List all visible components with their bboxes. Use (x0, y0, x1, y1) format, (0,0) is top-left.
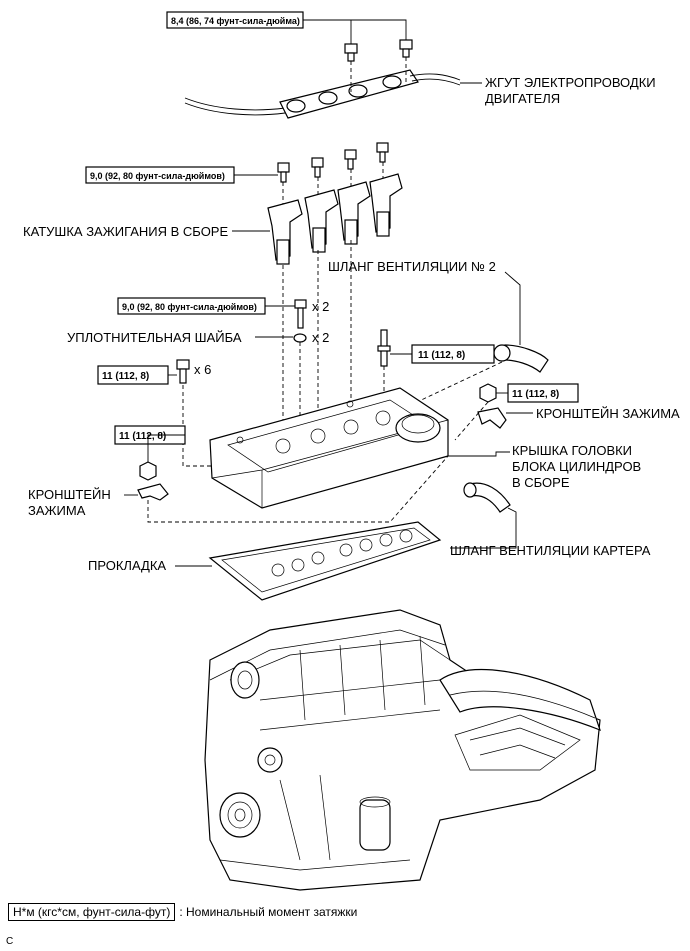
wire-harness (184, 69, 461, 119)
clamp-bracket-right (477, 407, 507, 429)
label-wire-harness-2: ДВИГАТЕЛЯ (485, 91, 560, 106)
torque-stud: 11 (112, 8) (418, 350, 465, 361)
label-wire-harness-1: ЖГУТ ЭЛЕКТРОПРОВОДКИ (485, 75, 656, 90)
label-gasket: ПРОКЛАДКА (88, 558, 166, 573)
torque-nut-left: 11 (112, 8) (119, 431, 166, 442)
engine-block (204, 609, 601, 891)
ignition-coil-2 (304, 189, 339, 253)
corner-code: C (6, 936, 14, 947)
ignition-coil-4 (369, 173, 403, 237)
label-clamp-bracket-left-2: ЗАЖИМА (28, 503, 86, 518)
clamp-bracket-left (137, 483, 169, 501)
harness-bolt-right (399, 39, 413, 58)
label-seal-washer: УПЛОТНИТЕЛЬНАЯ ШАЙБА (67, 330, 242, 345)
label-cover-2: БЛОКА ЦИЛИНДРОВ (512, 459, 641, 474)
torque-bolts-x6: 11 (112, 8) (102, 371, 149, 382)
label-pcv-hose: ШЛАНГ ВЕНТИЛЯЦИИ КАРТЕРА (450, 543, 651, 558)
label-vent-hose-2: ШЛАНГ ВЕНТИЛЯЦИИ № 2 (328, 259, 496, 274)
torque-nut-right: 11 (112, 8) (512, 389, 559, 400)
multiplier-x6: x 6 (194, 362, 211, 377)
ignition-coil-bolts (277, 142, 389, 183)
torque-coil: 9,0 (92, 80 фунт-сила-дюймов) (90, 171, 225, 181)
label-cover-1: КРЫШКА ГОЛОВКИ (512, 443, 632, 458)
washer-bolt (294, 299, 307, 329)
gasket (208, 521, 442, 601)
label-clamp-bracket-left-1: КРОНШТЕЙН (28, 487, 111, 502)
seal-washer (293, 333, 307, 343)
nut-left (139, 461, 157, 481)
cover-stud (377, 329, 391, 367)
multiplier-x2-a: x 2 (312, 299, 329, 314)
ignition-coil-1 (267, 199, 303, 265)
cover-bolt (176, 359, 190, 384)
harness-bolt-left (344, 43, 358, 62)
label-ignition-coil: КАТУШКА ЗАЖИГАНИЯ В СБОРЕ (23, 224, 228, 239)
legend-box: Н*м (кгс*см, фунт-сила-фут) (8, 903, 176, 921)
legend-text: : Номинальный момент затяжки (179, 905, 358, 919)
nut-right (479, 383, 497, 403)
torque-legend: Н*м (кгс*см, фунт-сила-фут) : Номинальны… (8, 902, 357, 922)
cylinder-head-cover (209, 387, 449, 509)
torque-harness: 8,4 (86, 74 фунт-сила-дюйма) (171, 16, 300, 26)
label-clamp-bracket-right: КРОНШТЕЙН ЗАЖИМА (536, 406, 680, 421)
torque-washer-bolt: 9,0 (92, 80 фунт-сила-дюймов) (122, 302, 257, 312)
vent-hose-2 (493, 344, 549, 373)
label-cover-3: В СБОРЕ (512, 475, 570, 490)
multiplier-x2-b: x 2 (312, 330, 329, 345)
ignition-coil-3 (337, 181, 371, 245)
pcv-hose (463, 482, 511, 513)
